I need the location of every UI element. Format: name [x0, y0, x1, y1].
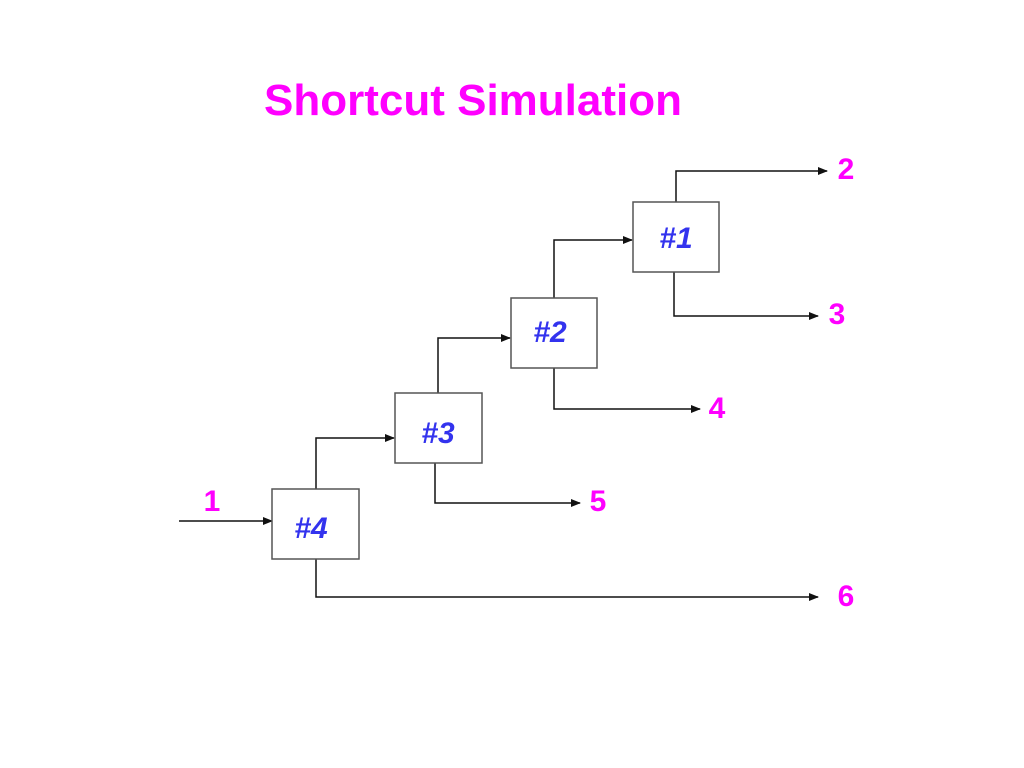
connector-4-to-3	[315, 434, 395, 489]
stream-4-label: 4	[709, 392, 726, 425]
stream-2-label: 2	[838, 153, 855, 186]
unit-2-label: #2	[533, 316, 567, 349]
connector-2-to-1	[553, 236, 633, 298]
stream-5-arrow	[434, 463, 581, 507]
stream-1-label: 1	[204, 485, 221, 518]
stream-3-label: 3	[829, 298, 846, 331]
unit-3: #3	[394, 392, 483, 464]
stream-6-label: 6	[838, 580, 855, 613]
unit-2: #2	[510, 297, 598, 369]
page-title: Shortcut Simulation	[264, 76, 682, 125]
unit-4: #4	[271, 488, 360, 560]
connector-3-to-2	[437, 334, 511, 393]
stream-5-label: 5	[590, 485, 607, 518]
stream-3-arrow	[673, 272, 819, 320]
unit-1-label: #1	[659, 222, 692, 255]
unit-1: #1	[632, 201, 720, 273]
stream-6-arrow	[315, 559, 819, 601]
stream-2-arrow	[675, 167, 828, 202]
stream-4-arrow	[553, 368, 701, 413]
unit-4-label: #4	[294, 512, 328, 545]
unit-3-label: #3	[421, 417, 455, 450]
